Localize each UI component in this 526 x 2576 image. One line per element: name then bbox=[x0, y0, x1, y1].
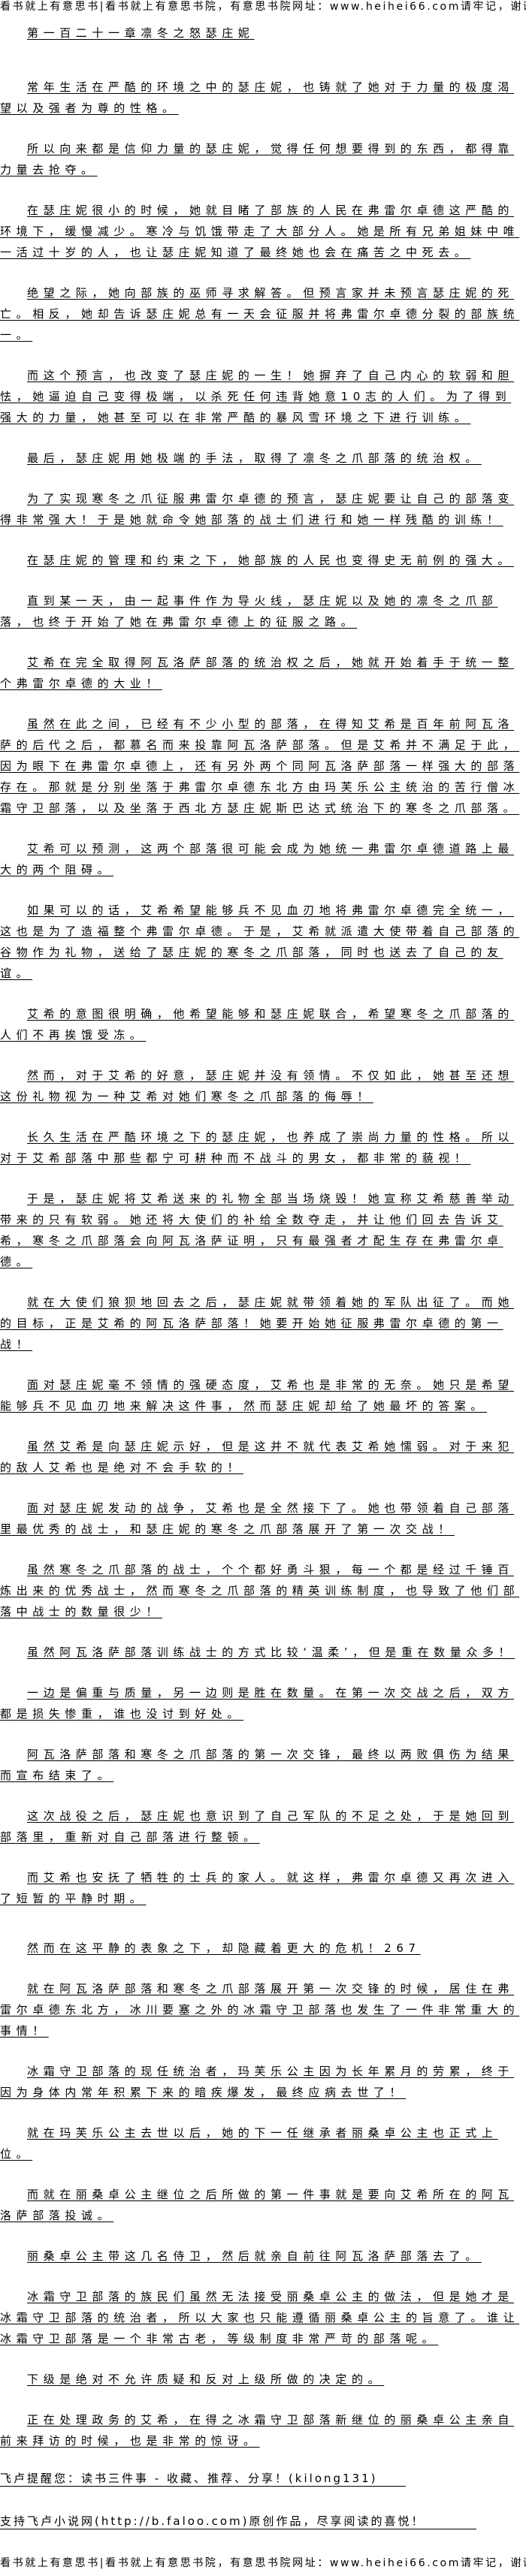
paragraph: 冰霜守卫部落的族民们虽然无法接受丽桑卓公主的做法，但是她才是冰霜守卫部落的统治者… bbox=[0, 2290, 520, 2345]
footer-reminder: 飞卢提醒您：读书三件事 - 收藏、推荐、分享！(kilong131) bbox=[0, 2471, 406, 2487]
paragraph: 虽然在此之间，已经有不少小型的部落，在得知艾希是百年前阿瓦洛萨的后代之后，都慕名… bbox=[0, 717, 520, 815]
paragraph: 虽然阿瓦洛萨部落训练战士的方式比较‘温柔’，但是重在数量众多！ bbox=[27, 1645, 515, 1659]
paragraph: 直到某一天，由一起事件作为导火线，瑟庄妮以及她的凛冬之爪部落，也终于开始了她在弗… bbox=[0, 594, 498, 629]
site-banner-top: 看书就上有意思书|看书就上有意思书院，有意思书院网址：www.heihei66.… bbox=[0, 1, 526, 13]
paragraph: 如果可以的话，艾希希望能够兵不见血刃地将弗雷尔卓德完全统一，这也是为了造福整个弗… bbox=[0, 903, 520, 980]
paragraph: 艾希的意图很明确，他希望能够和瑟庄妮联合，希望寒冬之爪部落的人们不再挨饿受冻。 bbox=[0, 1007, 515, 1042]
paragraph: 就在玛芙乐公主去世以后，她的下一任继承者丽桑卓公主也正式上位。 bbox=[0, 2126, 498, 2161]
paragraph: 最后，瑟庄妮用她极端的手法，取得了凛冬之爪部落的统治权。 bbox=[27, 451, 482, 465]
paragraph: 然而，对于艾希的好意，瑟庄妮并没有领情。不仅如此，她甚至还想这份礼物视为一种艾希… bbox=[0, 1069, 515, 1103]
paragraph: 然而在这平静的表象之下，却隐藏着更大的危机！267 bbox=[27, 1941, 421, 1955]
paragraph: 艾希可以预测，这两个部落很可能会成为她统一弗雷尔卓德道路上最大的两个阻碍。 bbox=[0, 842, 515, 876]
paragraph: 而这个预言，也改变了瑟庄妮的一生！她摒弃了自己内心的软弱和胆怯，她逼迫自己变得极… bbox=[0, 369, 515, 424]
paragraph: 这次战役之后，瑟庄妮也意识到了自己军队的不足之处，于是她回到部落里，重新对自己部… bbox=[0, 1809, 515, 1844]
paragraph: 下级是绝对不允许质疑和反对上级所做的决定的。 bbox=[27, 2372, 385, 2386]
paragraph: 常年生活在严酷的环境之中的瑟庄妮，也铸就了她对于力量的极度渴望以及强者为尊的性格… bbox=[0, 80, 515, 115]
paragraph: 就在阿瓦洛萨部落和寒冬之爪部落展开第一次交锋的时候，居住在弗雷尔卓德东北方，冰川… bbox=[0, 1982, 520, 2038]
paragraph: 而就在丽桑卓公主继位之后所做的第一件事就是要向艾希所在的阿瓦洛萨部落投诚。 bbox=[0, 2188, 515, 2222]
paragraph: 绝望之际，她向部族的巫师寻求解答。但预言家并未预言瑟庄妮的死亡。相反，她却告诉瑟… bbox=[0, 286, 520, 342]
paragraph: 于是，瑟庄妮将艾希送来的礼物全部当场烧毁！她宣称艾希慈善举动带来的只有软弱。她还… bbox=[0, 1192, 515, 1268]
paragraph: 阿瓦洛萨部落和寒冬之爪部落的第一次交锋，最终以两败俱伤为结果而宣布结束了。 bbox=[0, 1748, 515, 1782]
paragraph: 丽桑卓公主带这几名侍卫，然后就亲自前往阿瓦洛萨部落去了。 bbox=[27, 2249, 482, 2263]
footer-support-link[interactable]: 支持飞卢小说网(http://b.faloo.com)原创作品，尽享阅读的喜悦！ bbox=[0, 2514, 476, 2529]
paragraph: 而艾希也安抚了牺牲的士兵的家人。就这样，弗雷尔卓德又再次进入了短暂的平静时期。 bbox=[0, 1871, 515, 1905]
paragraph: 为了实现寒冬之爪征服弗雷尔卓德的预言，瑟庄妮要让自己的部落变得非常强大！于是她就… bbox=[0, 492, 515, 526]
paragraph: 冰霜守卫部落的现任统治者，玛芙乐公主因为长年累月的劳累，终于因为身体内常年积累下… bbox=[0, 2065, 515, 2099]
chapter-title: 第一百二十一章凛冬之怒瑟庄妮 bbox=[27, 26, 255, 40]
paragraph: 长久生活在严酷环境之下的瑟庄妮，也养成了崇尚力量的性格。所以对于艾希部落中那些都… bbox=[0, 1130, 515, 1165]
paragraph: 一边是偏重与质量，另一边则是胜在数量。在第一次交战之后，双方都是损失惨重，谁也没… bbox=[0, 1686, 515, 1721]
paragraph: 虽然艾希是向瑟庄妮示好，但是这并不就代表艾希她懦弱。对于来犯的敌人艾希也是绝对不… bbox=[0, 1440, 515, 1474]
paragraph: 正在处理政务的艾希，在得之冰霜守卫部落新继位的丽桑卓公主亲自前来拜访的时候，也是… bbox=[0, 2413, 515, 2448]
chapter-content: 第一百二十一章凛冬之怒瑟庄妮 常年生活在严酷的环境之中的瑟庄妮，也铸就了她对于力… bbox=[0, 23, 520, 2451]
site-banner-bottom: 看书就上有意思书|看书就上有意思书院，有意思书院网址：www.heihei66.… bbox=[0, 2557, 526, 2569]
paragraph: 在瑟庄妮很小的时候，她就目睹了部族的人民在弗雷尔卓德这严酷的环境下，缓慢减少。寒… bbox=[0, 204, 520, 259]
paragraph: 面对瑟庄妮发动的战争，艾希也是全然接下了。她也带领着自己部落里最优秀的战士，和瑟… bbox=[0, 1501, 515, 1536]
paragraph: 艾希在完全取得阿瓦洛萨部落的统治权之后，她就开始着手于统一整个弗雷尔卓德的大业！ bbox=[0, 656, 515, 690]
paragraph: 虽然寒冬之爪部落的战士，个个都好勇斗狠，每一个都是经过千锤百炼出来的优秀战士，然… bbox=[0, 1563, 520, 1618]
paragraph: 面对瑟庄妮毫不领情的强硬态度，艾希也是非常的无奈。她只是希望能够兵不见血刃地来解… bbox=[0, 1378, 515, 1413]
paragraph: 在瑟庄妮的管理和约束之下，她部族的人民也变得史无前例的强大。 bbox=[27, 554, 515, 567]
paragraph: 就在大使们狼狈地回去之后，瑟庄妮就带领着她的军队出征了。而她的目标，正是艾希的阿… bbox=[0, 1296, 515, 1351]
paragraph: 所以向来都是信仰力量的瑟庄妮，觉得任何想要得到的东西，都得靠力量去抢夺。 bbox=[0, 142, 515, 176]
